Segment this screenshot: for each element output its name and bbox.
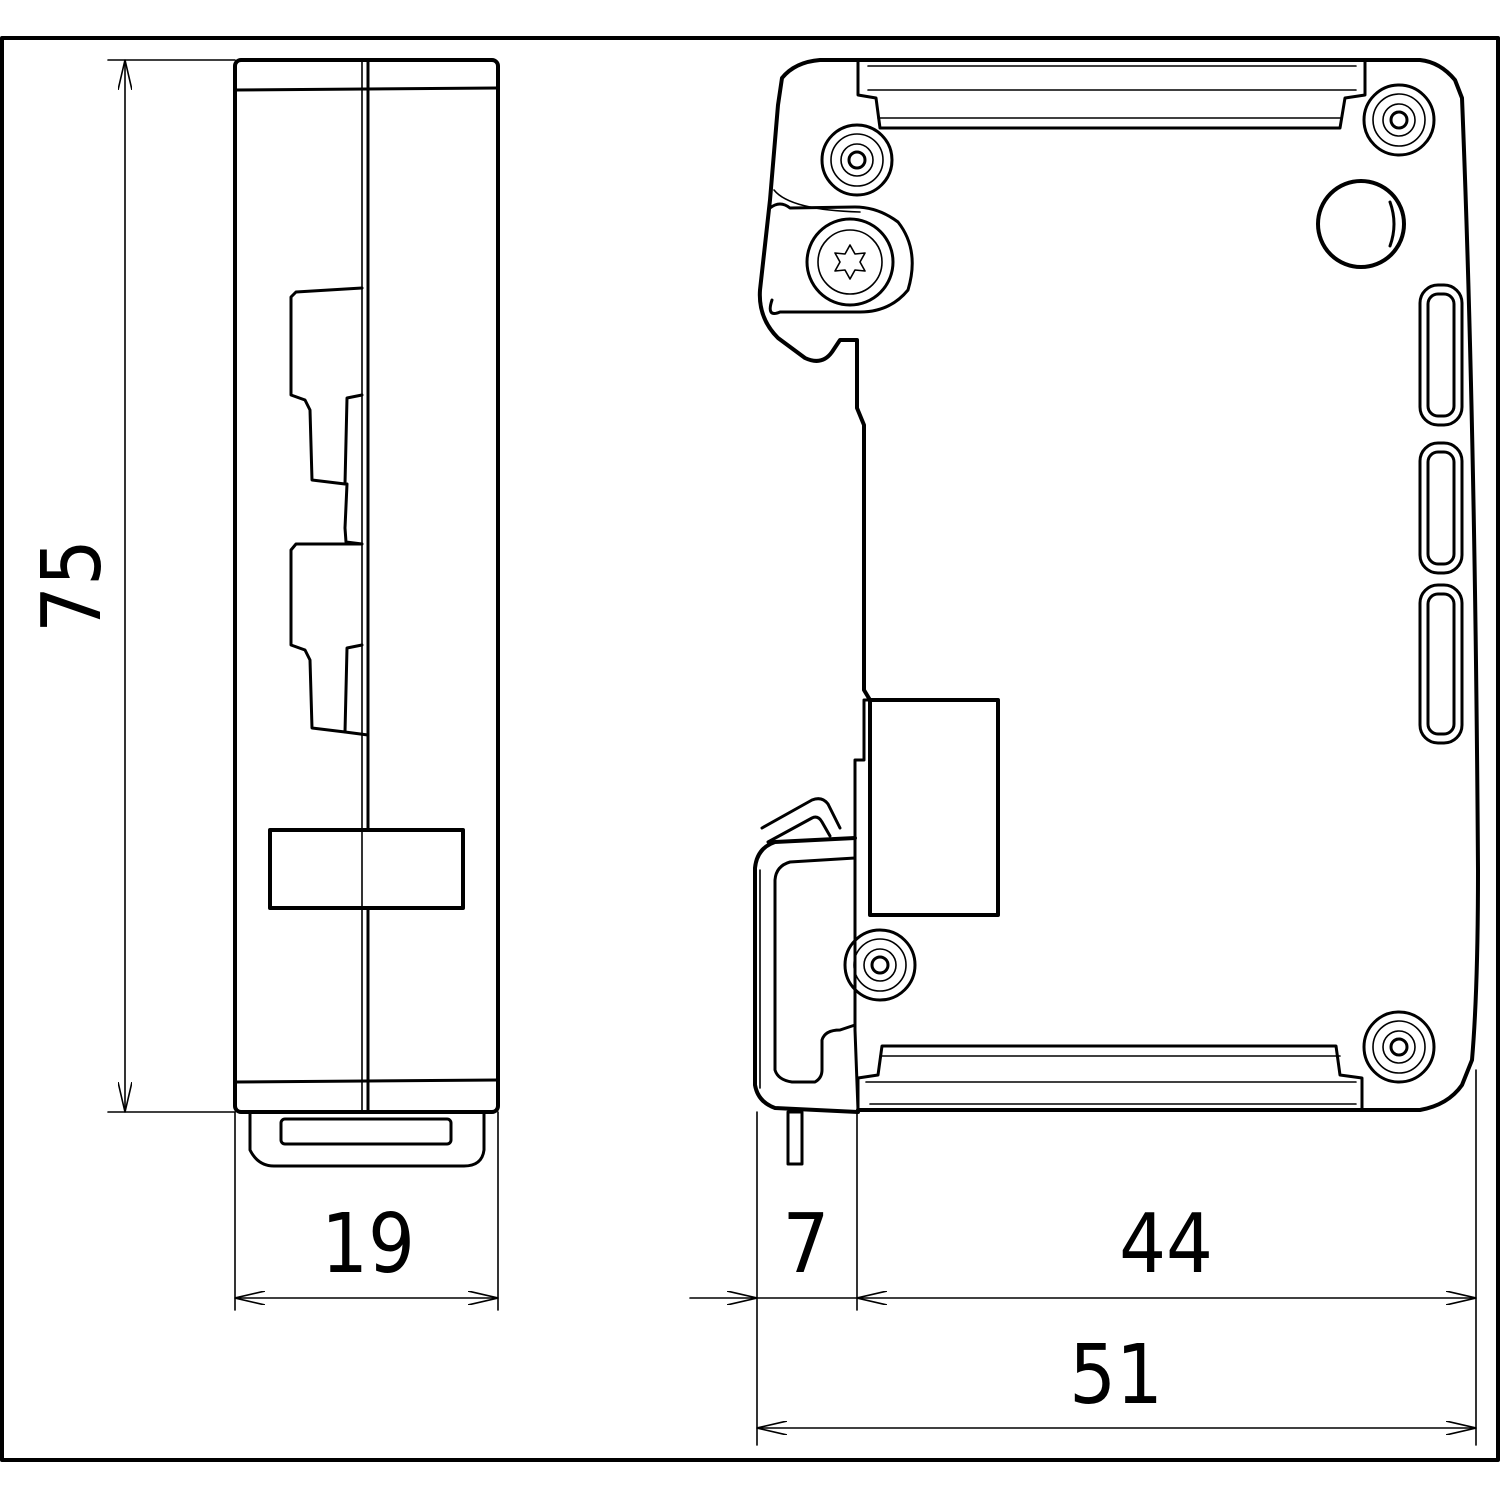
dimension-body-depth: 44 (856, 1069, 1477, 1446)
front-view-label-box (868, 698, 1000, 917)
front-view-lower-edge (853, 698, 872, 1112)
front-view-bottom-terminal (856, 1044, 1364, 1112)
dimension-side-width: 19 (234, 1111, 499, 1311)
side-view-body (233, 58, 500, 1114)
rail-pin (786, 1110, 804, 1166)
front-view-latch-inner (768, 202, 914, 315)
screw-bottom-right (1362, 1010, 1436, 1084)
dimension-total-depth: 51 (756, 1328, 1477, 1428)
front-view-top-terminal (856, 58, 1367, 130)
front-view-outline (856, 58, 1480, 1112)
dimension-side-width-label: 19 (321, 1197, 415, 1292)
vent-slot-2 (1418, 441, 1464, 575)
side-view-upper-clip (289, 286, 364, 486)
dimension-height: 75 (25, 59, 236, 1113)
front-view-latch-outer (773, 189, 861, 213)
side-view-label-window (268, 828, 465, 910)
din-clip (753, 836, 860, 1114)
dimension-height-label: 75 (25, 539, 120, 633)
spring-wire (760, 797, 842, 844)
dimension-total-depth-label: 51 (1069, 1328, 1163, 1423)
din-clip-inner (773, 856, 857, 1084)
dimension-body-depth-label: 44 (1119, 1197, 1213, 1292)
side-view-clip-link (343, 730, 370, 737)
vent-slot-1 (1418, 283, 1464, 427)
status-indicator (1316, 179, 1406, 269)
side-view-foot-tab (248, 1110, 486, 1168)
screw-top-right (1362, 83, 1436, 157)
vent-slot-3 (1418, 583, 1464, 745)
front-view (753, 58, 1480, 1166)
dimension-rail-offset-label: 7 (783, 1197, 830, 1292)
side-view-foot-slot (279, 1117, 453, 1146)
front-view-top-hook (757, 58, 872, 702)
screw-top-left (820, 123, 894, 197)
side-view (233, 58, 500, 1168)
side-view-lower-clip (289, 482, 364, 734)
dimension-rail-offset: 7 (689, 1111, 858, 1446)
torx-screw (805, 217, 895, 307)
drawing-frame (0, 36, 1500, 1462)
